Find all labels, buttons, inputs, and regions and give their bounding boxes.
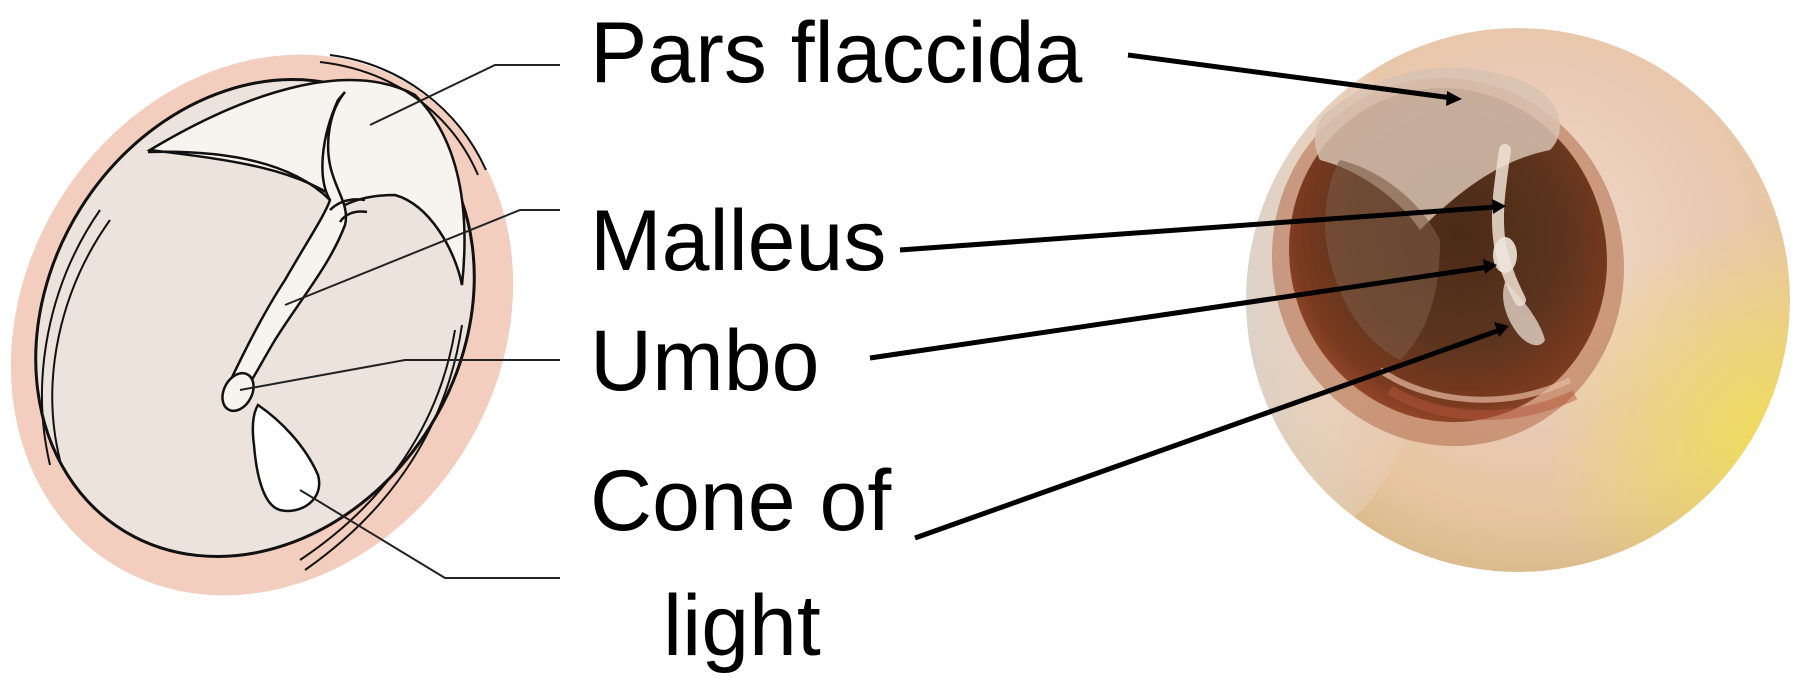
label-cone-of-light-line1: Cone of xyxy=(590,453,892,549)
label-malleus: Malleus xyxy=(590,193,886,289)
tympanic-membrane-illustration xyxy=(0,0,613,677)
label-umbo: Umbo xyxy=(590,313,819,409)
label-cone-of-light-line2: light xyxy=(663,578,821,674)
label-pars-flaccida: Pars flaccida xyxy=(590,5,1082,101)
